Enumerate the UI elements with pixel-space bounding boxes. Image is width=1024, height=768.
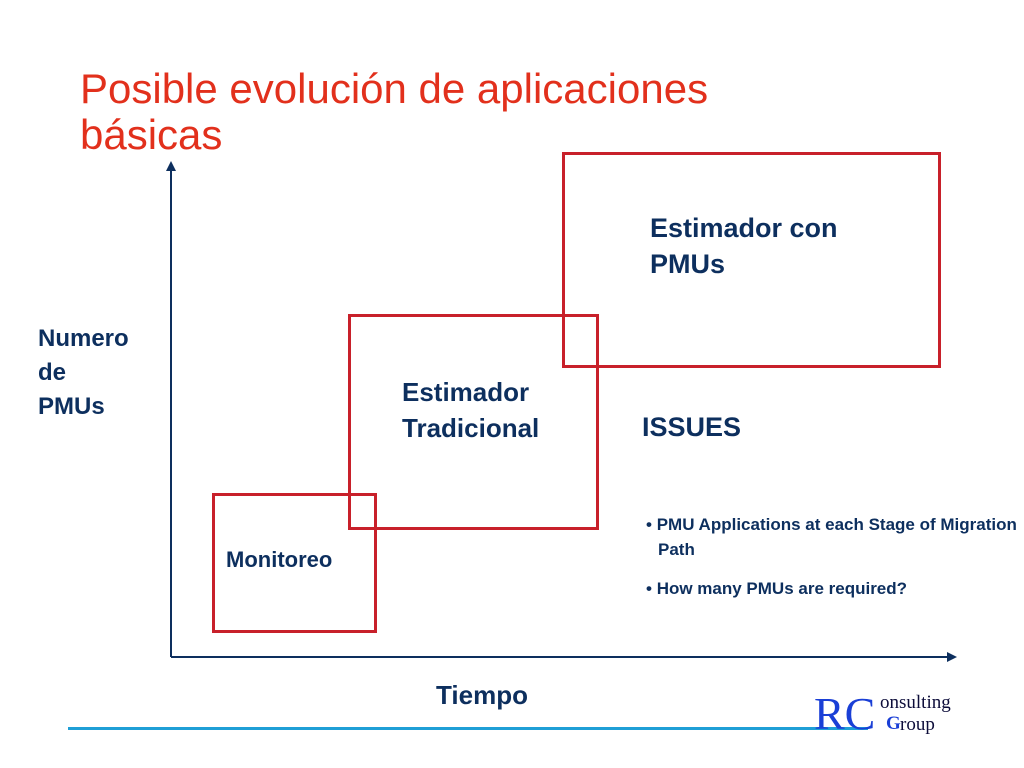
footer-divider [68, 727, 868, 730]
stage-label-monitoreo: Monitoreo [226, 547, 333, 572]
stage-box-estimador-tradicional [348, 314, 599, 530]
y-axis-label-line: de [38, 359, 67, 386]
stage-label-line: Estimador [402, 377, 530, 407]
issues-list: • PMU Applications at each Stage of Migr… [646, 512, 1018, 615]
logo-word2: roup [900, 714, 935, 735]
y-axis-label: Numero de PMUs [38, 322, 168, 424]
company-logo: RC onsulting G roup [814, 688, 984, 744]
issues-list-item: • PMU Applications at each Stage of Migr… [646, 512, 1018, 562]
logo-word2-initial: G [886, 713, 901, 734]
y-axis-label-line: Numero [38, 325, 129, 352]
slide-title-line1: Posible evolución de aplicaciones [80, 65, 709, 112]
stage-label-line: PMUs [650, 249, 726, 279]
stage-label-estimador-tradicional: Estimador Tradicional [402, 374, 539, 446]
stage-box-estimador-con-pmus [562, 152, 941, 368]
logo-initials: RC [814, 688, 876, 739]
stage-box-monitoreo [212, 493, 377, 633]
issues-item-text: PMU Applications at each Stage of Migrat… [656, 515, 1017, 559]
bullet-icon: • [646, 515, 657, 534]
slide-title-line2: básicas [80, 111, 223, 158]
issues-heading: ISSUES [642, 412, 742, 442]
stage-label-estimador-con-pmus: Estimador con PMUs [650, 210, 838, 282]
issues-item-text: How many PMUs are required? [656, 579, 908, 598]
issues-list-item: • How many PMUs are required? [646, 576, 1018, 601]
y-axis-label-line: PMUs [38, 393, 105, 420]
slide-title: Posible evolución de aplicaciones básica… [80, 66, 940, 158]
x-axis-label: Tiempo [436, 680, 528, 710]
stage-label-line: Tradicional [402, 413, 540, 443]
logo-word1: onsulting [880, 692, 951, 713]
stage-label-line: Estimador con [650, 213, 838, 243]
bullet-icon: • [646, 579, 657, 598]
